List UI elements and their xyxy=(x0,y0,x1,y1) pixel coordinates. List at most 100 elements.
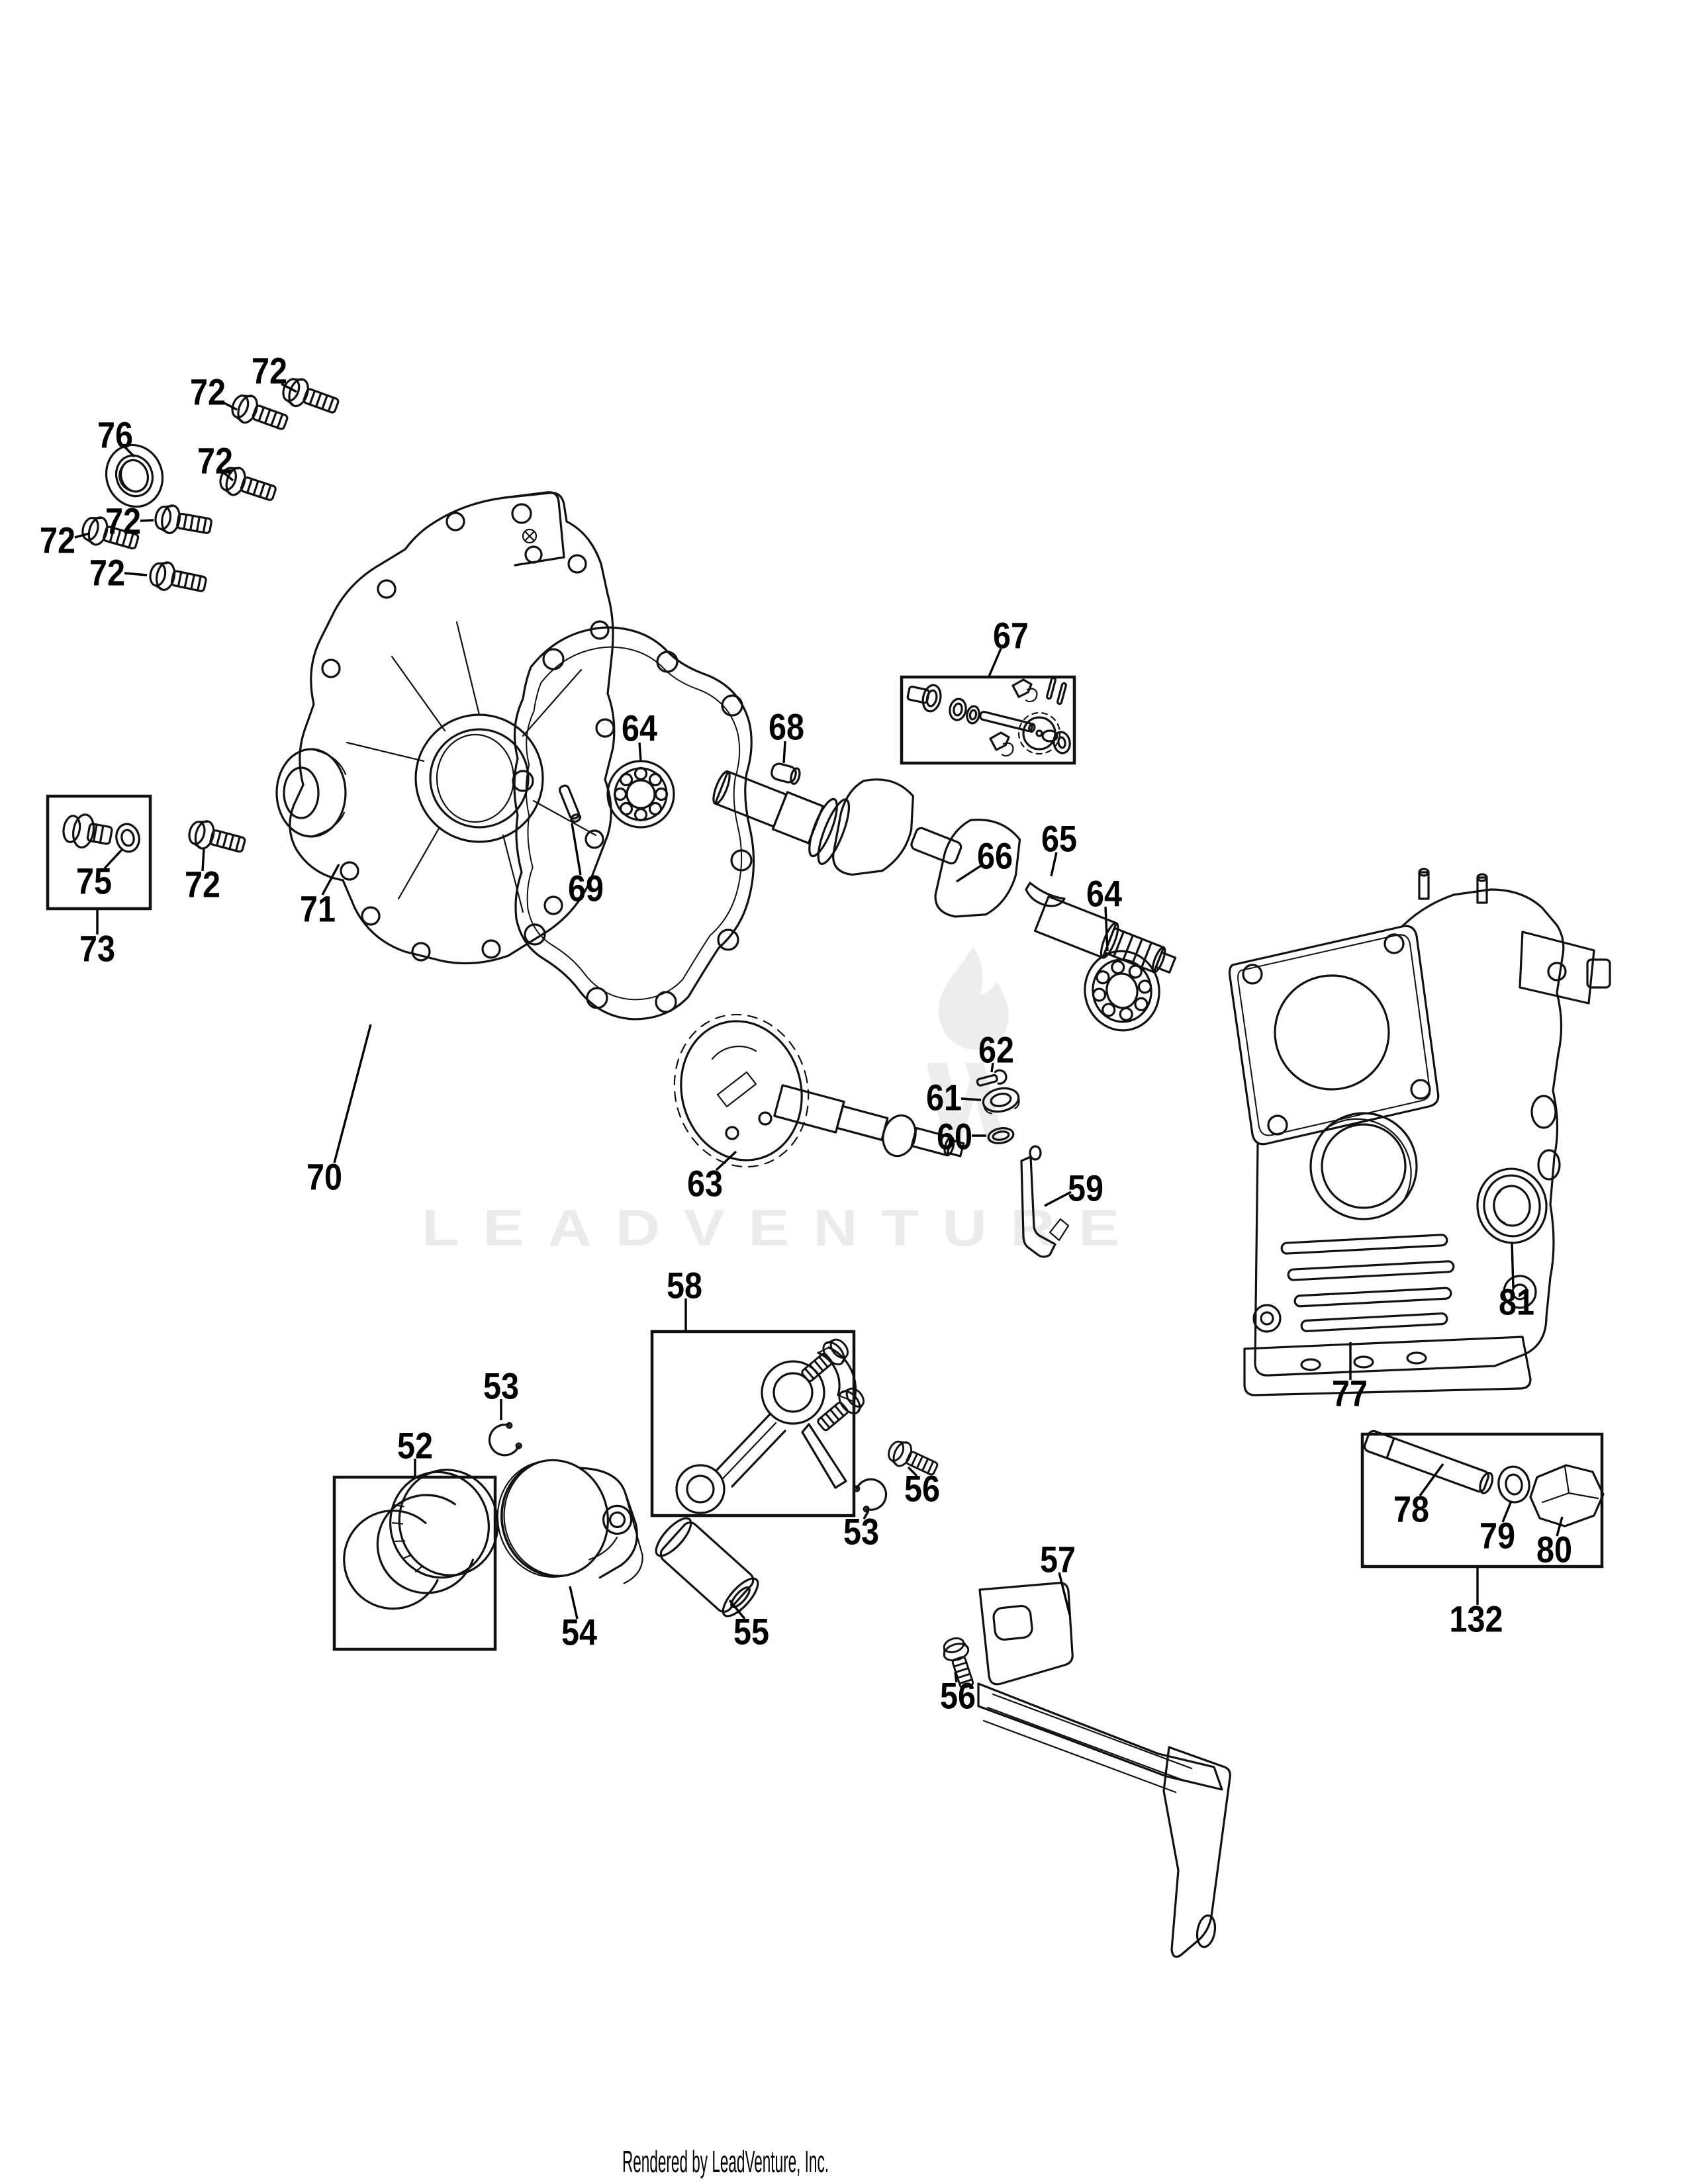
callout-leader-76 xyxy=(121,443,136,458)
callout-leader-67 xyxy=(988,648,1002,677)
callout-leader-63 xyxy=(715,1150,737,1171)
o-ring-60 xyxy=(987,1127,1015,1144)
callout-58: 58 xyxy=(667,1265,702,1306)
callout-80: 80 xyxy=(1536,1529,1572,1570)
crankcase-cover-71 xyxy=(275,491,616,965)
callout-leader-75 xyxy=(103,848,123,870)
flange-bolt-72-1 xyxy=(278,373,343,421)
footer-credit: Rendered by LeadVenture, Inc. xyxy=(622,2144,829,2179)
crankshaft-66 xyxy=(712,770,1177,974)
washer-79 xyxy=(1497,1465,1530,1504)
connecting-rod-58 xyxy=(675,1333,870,1514)
piston-rings-52 xyxy=(343,1469,499,1610)
cylinder-block-77 xyxy=(1228,868,1611,1396)
callout-73: 73 xyxy=(79,928,115,970)
washer-61 xyxy=(982,1087,1020,1115)
ball-bearing-64-left xyxy=(606,760,675,829)
callout-64: 64 xyxy=(622,707,657,749)
callout-61: 61 xyxy=(926,1077,962,1118)
callout-leader-64 xyxy=(1104,906,1109,952)
callout-68: 68 xyxy=(769,706,804,748)
leadventure-flame-watermark xyxy=(938,946,1009,1050)
baffle-plate-57 xyxy=(977,1582,1231,1958)
callout-72: 72 xyxy=(105,500,141,542)
callout-leader-72 xyxy=(124,572,148,576)
callout-72: 72 xyxy=(252,350,287,392)
callout-67: 67 xyxy=(993,615,1029,657)
callout-leader-59 xyxy=(1044,1191,1072,1207)
callout-leader-72 xyxy=(74,532,90,539)
callout-leader-72 xyxy=(281,383,297,393)
callout-leader-71 xyxy=(321,864,340,895)
callout-69: 69 xyxy=(568,868,604,909)
callout-leader-72 xyxy=(140,519,154,522)
leadventure-watermark-text: LEADVENTURE xyxy=(422,1199,1143,1257)
camshaft-63 xyxy=(673,1013,965,1168)
cover-gasket-70 xyxy=(512,626,755,1021)
governor-kit-parts-67 xyxy=(906,676,1071,757)
stud-69 xyxy=(558,784,582,823)
drain-plug-kit-box-73 xyxy=(46,794,152,911)
callout-78: 78 xyxy=(1393,1488,1429,1530)
callout-leader-72 xyxy=(221,400,238,411)
callout-leader-56 xyxy=(907,1466,918,1477)
dowel-pin-68 xyxy=(771,762,801,785)
callout-72: 72 xyxy=(89,552,125,594)
callout-53: 53 xyxy=(843,1511,879,1553)
leadventure-monogram-watermark xyxy=(927,1063,1004,1141)
callout-leader-65 xyxy=(1050,852,1058,877)
callout-leader-54 xyxy=(569,1586,579,1619)
callout-leader-55 xyxy=(728,1599,746,1620)
kit-boxes-layer xyxy=(46,675,1604,1651)
watermark-layer: LEADVENTURE xyxy=(422,946,1143,1257)
callout-leader-68 xyxy=(782,741,786,764)
retaining-ring-53-left xyxy=(483,1420,524,1461)
callout-65: 65 xyxy=(1041,818,1077,860)
callout-71: 71 xyxy=(300,888,336,930)
callout-72: 72 xyxy=(40,520,75,561)
callout-leader-81 xyxy=(1511,1242,1515,1289)
oil-seal-81 xyxy=(1476,1167,1548,1244)
drain-plug-washer-75 xyxy=(115,823,140,853)
callout-72: 72 xyxy=(190,371,226,413)
callout-leader-78 xyxy=(1419,1463,1444,1497)
callout-56: 56 xyxy=(940,1675,976,1717)
retaining-ring-53-right xyxy=(852,1473,892,1515)
callout-75: 75 xyxy=(76,860,112,902)
callout-72: 72 xyxy=(185,864,220,905)
callout-leader-72 xyxy=(220,470,234,482)
flange-bolt-72-4 xyxy=(152,502,214,541)
callout-60: 60 xyxy=(937,1116,972,1158)
callout-62: 62 xyxy=(978,1029,1014,1071)
callout-leader-61 xyxy=(961,1097,982,1101)
callout-55: 55 xyxy=(733,1611,769,1653)
piston-pin-55 xyxy=(655,1517,759,1617)
flange-bolt-72-6 xyxy=(146,558,209,600)
callout-leader-72 xyxy=(201,848,205,872)
callout-81: 81 xyxy=(1499,1281,1534,1323)
callout-56: 56 xyxy=(904,1468,940,1510)
callout-leader-62 xyxy=(990,1062,994,1073)
woodruff-key-65 xyxy=(1025,882,1066,907)
shaft-pin-78 xyxy=(1363,1430,1494,1494)
callout-72: 72 xyxy=(197,440,233,482)
governor-rod-59 xyxy=(1020,1145,1070,1258)
callout-77: 77 xyxy=(1332,1373,1368,1414)
piston-54 xyxy=(496,1459,643,1584)
cotter-pin-62 xyxy=(976,1069,1008,1087)
callout-63: 63 xyxy=(687,1163,723,1205)
callout-leader-56 xyxy=(954,1672,958,1683)
callout-59: 59 xyxy=(1068,1167,1103,1209)
callout-leader-64 xyxy=(638,742,642,762)
oil-drain-plug-75 xyxy=(62,813,113,849)
callout-54: 54 xyxy=(561,1612,597,1653)
callout-64: 64 xyxy=(1086,873,1122,915)
callout-70: 70 xyxy=(306,1156,342,1198)
callout-leader-53 xyxy=(863,1510,870,1520)
callout-leader-80 xyxy=(1556,1516,1564,1537)
callout-57: 57 xyxy=(1040,1539,1076,1580)
callout-53: 53 xyxy=(483,1365,519,1407)
callout-leader-79 xyxy=(1501,1500,1513,1523)
